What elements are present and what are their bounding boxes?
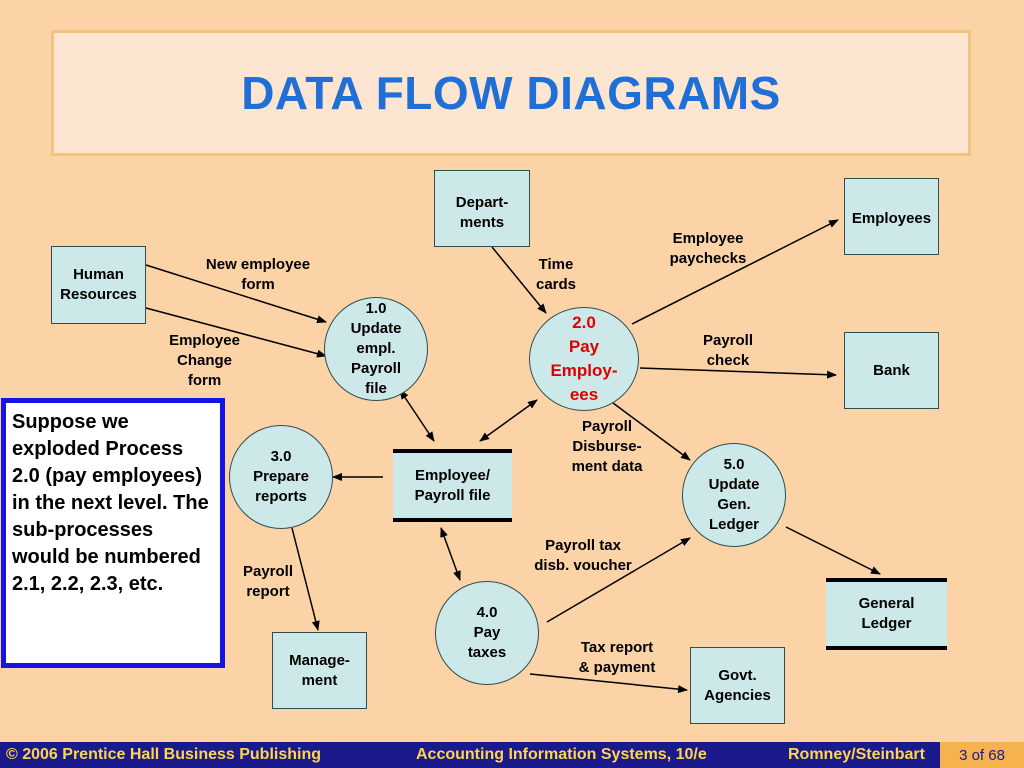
arrow-p1-store bbox=[399, 389, 435, 442]
flow-label-new-employee-form: New employee form bbox=[205, 256, 311, 293]
entity-management: Manage- ment bbox=[272, 632, 367, 709]
flow-label-payroll-tax-disb-voucher: Payroll tax disb. voucher bbox=[534, 537, 632, 574]
footer-authors: Romney/Steinbart bbox=[788, 746, 925, 763]
entity-govt-agencies: Govt. Agencies bbox=[690, 647, 785, 724]
entity-departments: Depart- ments bbox=[434, 170, 530, 247]
entity-bank: Bank bbox=[844, 332, 939, 409]
entity-employees: Employees bbox=[844, 178, 939, 255]
process-2-pay-employees: 2.0 Pay Employ- ees bbox=[529, 307, 639, 411]
process-4-pay-taxes: 4.0 Pay taxes bbox=[435, 581, 539, 685]
process-1-update-payroll-file: 1.0 Update empl. Payroll file bbox=[324, 297, 428, 401]
store-general-ledger: General Ledger bbox=[826, 578, 947, 650]
flow-label-tax-report-payment: Tax report & payment bbox=[578, 639, 656, 676]
page-number: 3 of 68 bbox=[940, 742, 1024, 768]
explode-process-callout: Suppose we exploded Process 2.0 (pay emp… bbox=[1, 398, 225, 668]
flow-label-time-cards: Time cards bbox=[535, 256, 577, 293]
flow-label-payroll-disbursement-data: Payroll Disburse- ment data bbox=[571, 418, 643, 475]
process-5-update-gen-ledger: 5.0 Update Gen. Ledger bbox=[682, 443, 786, 547]
title-box: DATA FLOW DIAGRAMS bbox=[51, 30, 971, 156]
flow-label-employee-paychecks: Employee paychecks bbox=[669, 230, 747, 267]
flow-label-payroll-report: Payroll report bbox=[242, 563, 294, 600]
flow-label-payroll-check: Payroll check bbox=[702, 332, 754, 369]
flow-label-employee-change-form: Employee Change form bbox=[169, 332, 240, 389]
page-title: DATA FLOW DIAGRAMS bbox=[241, 67, 781, 119]
footer-book-title: Accounting Information Systems, 10/e bbox=[416, 746, 707, 763]
process-3-prepare-reports: 3.0 Prepare reports bbox=[229, 425, 333, 529]
entity-human-resources: Human Resources bbox=[51, 246, 146, 324]
store-employee-payroll-file: Employee/ Payroll file bbox=[393, 449, 512, 522]
arrow-p2-store bbox=[479, 399, 538, 442]
arrow-store-p4 bbox=[440, 527, 461, 581]
footer-bar: © 2006 Prentice Hall Business Publishing… bbox=[0, 742, 1024, 768]
footer-copyright: © 2006 Prentice Hall Business Publishing bbox=[6, 746, 322, 763]
arrow-p5-to-ledger bbox=[785, 526, 881, 575]
